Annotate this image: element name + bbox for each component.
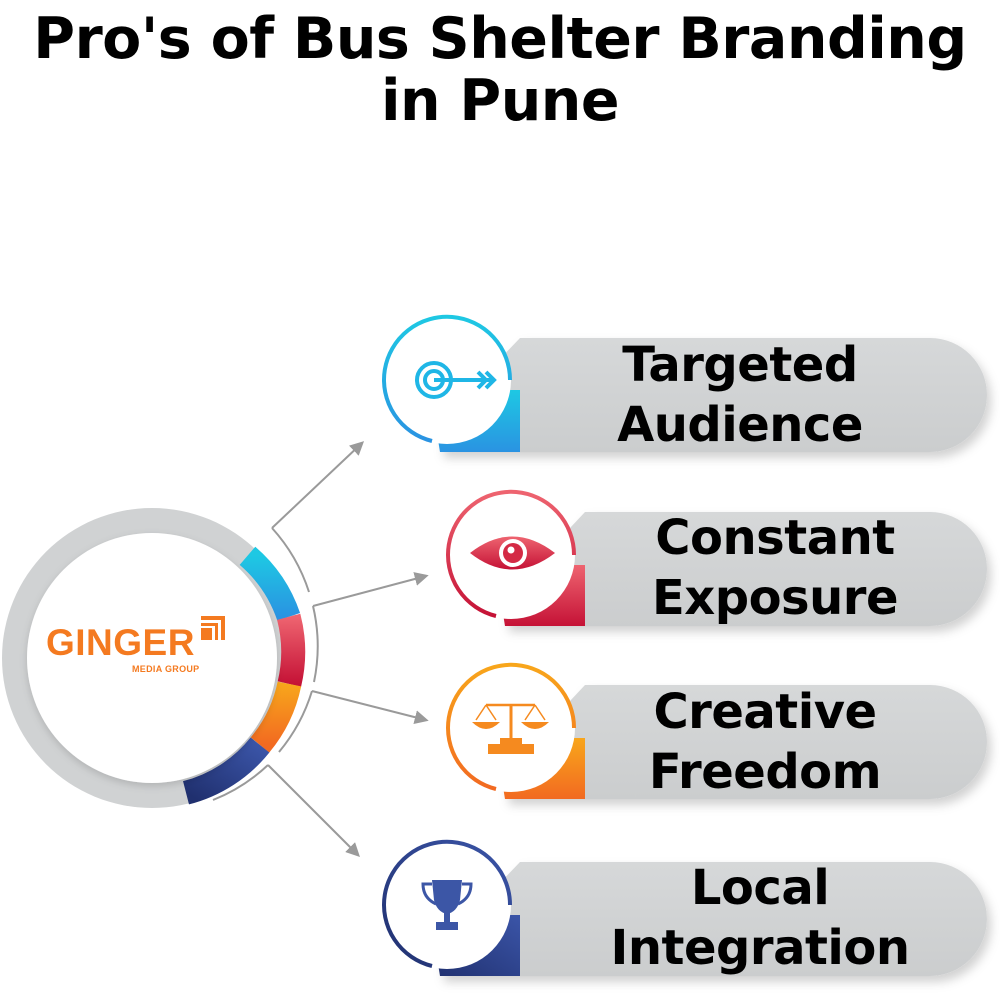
page-title: Pro's of Bus Shelter Branding in Pune [0,8,1000,132]
eye-icon [470,536,555,570]
item-constant-exposure [446,489,987,626]
outer-arcs [212,527,319,801]
connector-arrow-4 [267,764,360,857]
item-label-line-2: Integration [610,920,911,976]
item-label-constant-exposure: Constant Exposure [600,508,950,628]
pill-background [440,338,987,452]
item-label-line-1: Local [690,860,830,916]
icon-circle-border [446,662,577,791]
segment-navy [182,737,270,805]
connectors [267,441,429,857]
connector-arrow-1 [271,441,365,529]
item-label-local-integration: Local Integration [560,858,960,978]
outer-arc-3 [278,690,313,753]
item-label-line-1: Creative [653,684,877,740]
connector-arrow-3 [311,690,429,725]
icon-circle-border [446,489,577,618]
logo-subtitle: MEDIA GROUP [132,664,200,674]
item-creative-freedom [446,662,987,799]
connector-arrow-2 [312,572,429,607]
target-arrow-icon [415,361,497,399]
item-label-targeted-audience: Targeted Audience [560,335,920,455]
pill-background [440,862,987,976]
icon-circle-border [382,314,513,443]
trophy-icon [421,880,473,930]
item-targeted-audience [382,314,987,452]
segment-red [277,613,306,687]
item-label-creative-freedom: Creative Freedom [590,682,940,802]
pill-background [505,685,987,799]
title-line-2: in Pune [380,68,620,134]
title-line-1: Pro's of Bus Shelter Branding [33,6,967,72]
pill-background [505,512,987,626]
logo-mark-icon [201,616,225,640]
outer-arc-1 [271,527,310,593]
item-label-line-1: Targeted [622,337,858,393]
ginger-media-group-logo: GINGER MEDIA GROUP [46,616,236,686]
outer-arc-2 [312,605,319,683]
item-local-integration [382,839,987,976]
logo-wordmark: GINGER [46,622,195,663]
outer-arc-4 [212,764,269,801]
icon-circle-border [382,839,513,968]
item-label-line-2: Exposure [651,570,899,626]
balance-scale-icon [472,703,549,754]
item-label-line-2: Audience [617,397,863,453]
segment-orange [250,681,302,753]
item-label-line-2: Freedom [648,744,882,800]
item-label-line-1: Constant [655,510,895,566]
segment-cyan [239,546,301,621]
hub-color-segments [182,546,306,805]
hub-inner-circle [27,533,277,783]
hub [2,508,306,808]
